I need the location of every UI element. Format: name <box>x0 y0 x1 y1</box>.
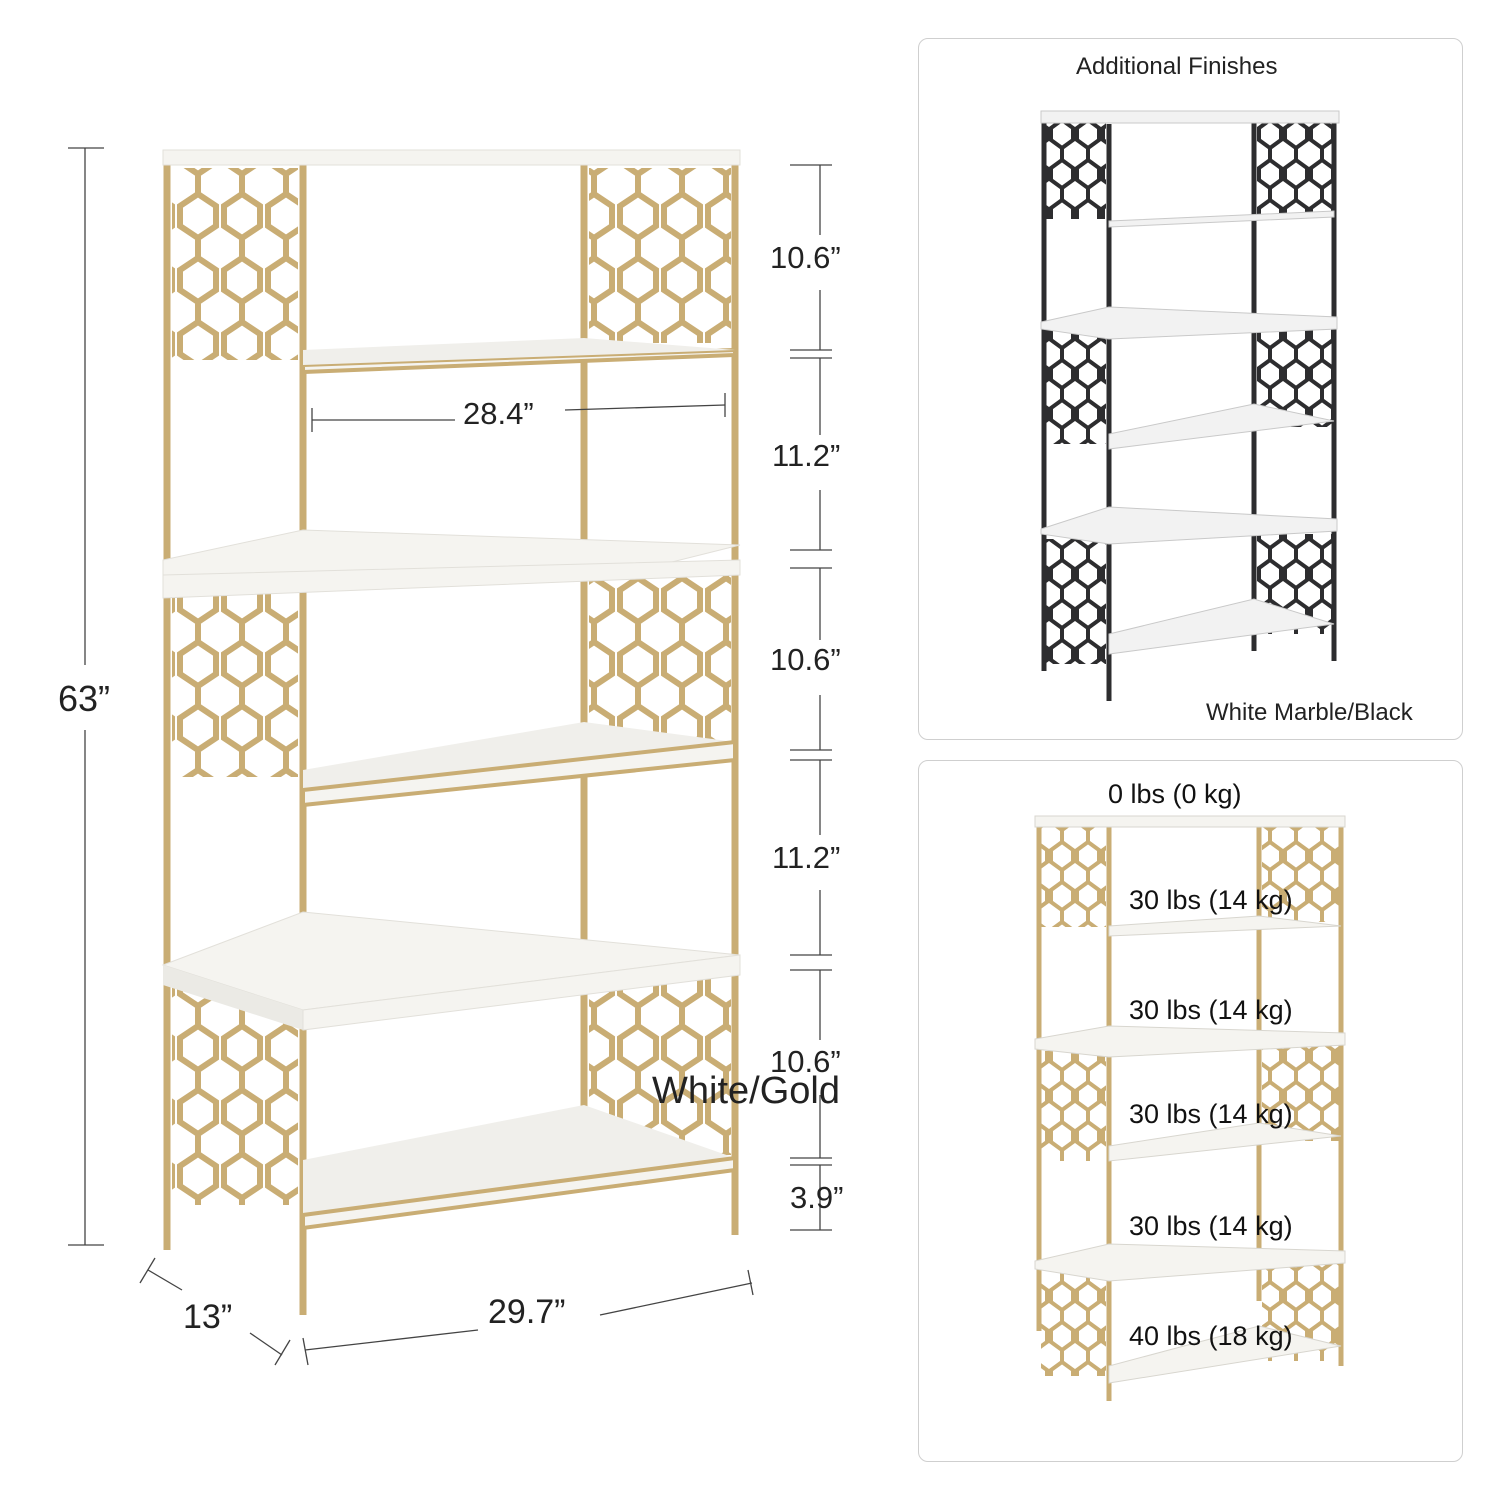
main-lattice-panels <box>172 168 731 1205</box>
black-bookcase-illustration <box>1040 110 1340 701</box>
shelf-load-label: 30 lbs (14 kg) <box>1129 885 1293 915</box>
shelf-gap-label: 10.6” <box>770 1044 841 1079</box>
shelf-load-label: 30 lbs (14 kg) <box>1129 1099 1293 1129</box>
height-total-label: 63” <box>58 678 111 719</box>
main-finish-label: White/Gold <box>652 1070 840 1112</box>
depth-label: 13” <box>183 1298 233 1336</box>
additional-finishes-panel: Additional Finishes White Marble/Black <box>918 38 1463 740</box>
main-shelves <box>161 149 741 1231</box>
weight-capacity-panel: 0 lbs (0 kg) 30 lbs (14 kg) 30 lbs (14 k… <box>918 760 1463 1462</box>
shelf-gap-label: 3.9” <box>790 1180 844 1215</box>
shelf-gap-label: 11.2” <box>772 840 841 875</box>
shelf-gap-label: 10.6” <box>770 240 841 275</box>
dimension-lines <box>68 147 832 1366</box>
outer-width-label: 29.7” <box>488 1293 566 1331</box>
alt-finish-label: White Marble/Black <box>1206 699 1413 726</box>
shelf-gap-label: 10.6” <box>770 642 841 677</box>
shelf-load-label: 0 lbs (0 kg) <box>1108 779 1242 809</box>
inner-width-label: 28.4” <box>463 396 534 431</box>
shelf-load-label: 40 lbs (18 kg) <box>1129 1321 1293 1351</box>
shelf-load-label: 30 lbs (14 kg) <box>1129 1211 1293 1241</box>
additional-finishes-title: Additional Finishes <box>1076 53 1278 80</box>
shelf-load-label: 30 lbs (14 kg) <box>1129 995 1293 1025</box>
weight-bookcase-illustration <box>1034 815 1346 1401</box>
shelf-gap-label: 11.2” <box>772 438 841 473</box>
